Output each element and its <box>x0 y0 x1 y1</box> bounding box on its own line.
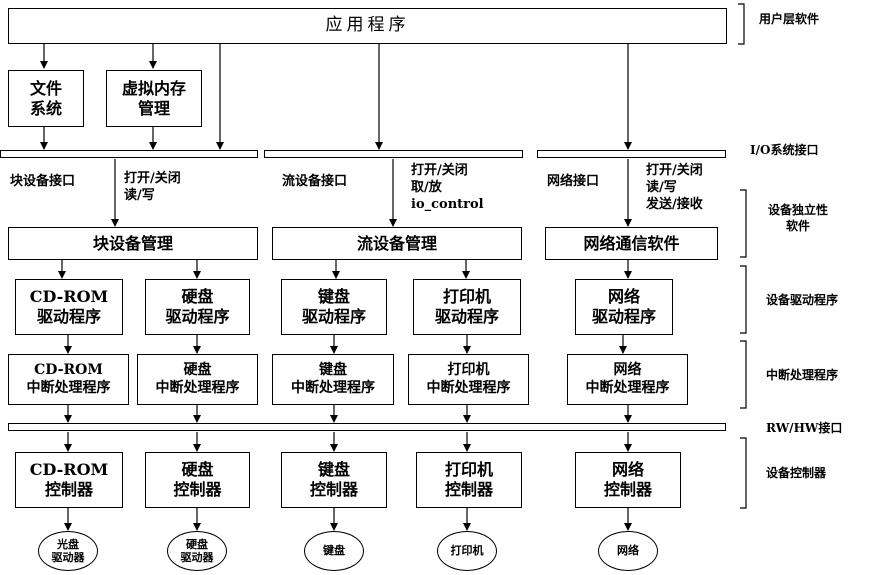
bracket-indep <box>740 189 747 258</box>
ctrl-cdrom: CD-ROM 控制器 <box>15 452 123 508</box>
app-box: 应用程序 <box>8 8 727 44</box>
io-bar-stream <box>264 150 523 158</box>
block-mgmt-box: 块设备管理 <box>8 227 258 260</box>
rw-hw-bar <box>8 423 726 431</box>
layer-rwhw: RW/HW接口 <box>766 421 843 435</box>
stream-ops-label: 打开/关闭 取/放 io_control <box>411 163 484 212</box>
block-interface-label: 块设备接口 <box>10 174 76 189</box>
bracket-ctrl <box>740 437 747 509</box>
layer-interrupt: 中断处理程序 <box>766 368 839 382</box>
block-ops-label: 打开/关闭 读/写 <box>124 171 181 203</box>
net-interface-label: 网络接口 <box>547 174 600 189</box>
layer-io: I/O系统接口 <box>750 143 819 157</box>
io-bar-block <box>0 150 258 158</box>
net-ops-label: 打开/关闭 读/写 发送/接收 <box>646 163 703 212</box>
handler-cdrom: CD-ROM 中断处理程序 <box>8 354 129 405</box>
driver-printer: 打印机 驱动程序 <box>413 279 521 335</box>
driver-keyboard: 键盘 驱动程序 <box>281 279 387 335</box>
bracket-driver <box>740 265 747 334</box>
device-printer: 打印机 <box>437 531 497 571</box>
ctrl-keyboard: 键盘 控制器 <box>281 452 387 508</box>
device-disk-drive: 硬盘 驱动器 <box>167 531 227 571</box>
io-bar-net <box>537 150 726 158</box>
handler-disk: 硬盘 中断处理程序 <box>137 354 258 405</box>
app-title: 应用程序 <box>325 15 410 36</box>
device-keyboard: 键盘 <box>304 531 364 571</box>
ctrl-disk: 硬盘 控制器 <box>145 452 250 508</box>
driver-disk: 硬盘 驱动程序 <box>145 279 250 335</box>
ctrl-network: 网络 控制器 <box>575 452 681 508</box>
net-mgmt-box: 网络通信软件 <box>545 227 718 260</box>
ctrl-printer: 打印机 控制器 <box>416 452 522 508</box>
handler-keyboard: 键盘 中断处理程序 <box>272 354 394 405</box>
stream-mgmt-box: 流设备管理 <box>272 227 522 260</box>
stream-interface-label: 流设备接口 <box>282 174 348 189</box>
virtual-memory-box: 虚拟内存 管理 <box>106 70 202 127</box>
device-network: 网络 <box>598 531 658 571</box>
file-system-box: 文件 系统 <box>8 70 84 127</box>
handler-network: 网络 中断处理程序 <box>567 354 688 405</box>
handler-printer: 打印机 中断处理程序 <box>408 354 529 405</box>
driver-cdrom: CD-ROM 驱动程序 <box>15 279 123 335</box>
driver-network: 网络 驱动程序 <box>575 279 673 335</box>
bracket-user <box>738 3 745 45</box>
layer-ctrl: 设备控制器 <box>766 466 827 480</box>
device-optical-drive: 光盘 驱动器 <box>38 531 98 571</box>
layer-driver: 设备驱动程序 <box>766 293 839 307</box>
layer-indep: 设备独立性 软件 <box>768 203 829 233</box>
layer-user: 用户层软件 <box>759 12 820 26</box>
bracket-interrupt <box>740 340 747 409</box>
